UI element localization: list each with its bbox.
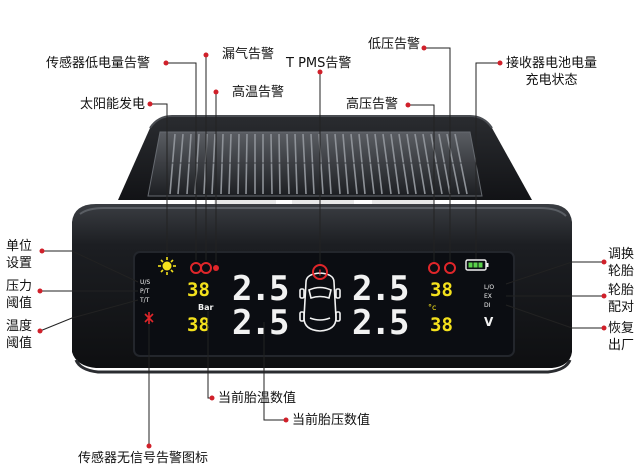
label-pressure-threshold: 压力 阈值: [6, 278, 32, 312]
label-unit-setting-line2: 设置: [6, 256, 33, 271]
button-label-temp: T/T: [139, 297, 150, 304]
temp-rear-left: 38: [187, 314, 210, 336]
high-temp-icon: [213, 265, 219, 271]
label-sensor-no-signal: 传感器无信号告警图标: [78, 451, 209, 466]
label-receiver-battery: 接收器电池电量 充电状态: [506, 55, 597, 89]
svg-text:!: !: [318, 269, 322, 278]
label-receiver-battery-line1: 接收器电池电量: [506, 56, 598, 71]
unit-celsius-label: °c: [428, 303, 436, 312]
label-tire-pairing-line2: 配对: [608, 300, 635, 315]
label-tire-pairing: 轮胎 配对: [608, 282, 634, 316]
label-temp-threshold: 温度 阈值: [6, 318, 32, 352]
temp-rear-right: 38: [430, 314, 453, 336]
button-label-pair: EX: [484, 293, 492, 300]
label-high-pressure-alarm: 高压告警: [346, 97, 399, 112]
label-current-tire-temp: 当前胎温数值: [218, 391, 297, 406]
button-label-reset: DI: [484, 302, 491, 309]
receiver-battery-icon: [465, 259, 489, 271]
label-current-tire-pressure: 当前胎压数值: [292, 413, 371, 428]
high-pressure-icon: [428, 262, 440, 274]
label-factory-reset-line2: 出厂: [608, 338, 635, 353]
pressure-front-right: 2.5: [352, 269, 408, 309]
tpms-alarm-icon: !: [312, 264, 328, 280]
label-factory-reset: 恢复 出厂: [608, 320, 634, 354]
label-temp-threshold-line1: 温度: [6, 319, 33, 334]
label-solar-power: 太阳能发电: [80, 97, 146, 112]
label-low-pressure-alarm: 低压告警: [368, 37, 421, 52]
label-swap-tire-line2: 轮胎: [608, 264, 635, 279]
label-receiver-battery-line2: 充电状态: [525, 73, 578, 88]
label-pressure-threshold-line1: 压力: [6, 279, 33, 294]
label-factory-reset-line1: 恢复: [608, 321, 635, 336]
unit-volt-label: V: [484, 315, 494, 329]
label-sensor-low-battery: 传感器低电量告警: [46, 56, 151, 71]
pressure-front-left: 2.5: [232, 269, 288, 309]
leader-lines: [39, 47, 604, 446]
leader-dots: [37, 45, 607, 449]
button-label-unit: U/S: [140, 279, 150, 286]
temp-front-left: 38: [187, 279, 210, 301]
label-unit-setting-line1: 单位: [6, 239, 33, 254]
label-pressure-threshold-line2: 阈值: [6, 296, 33, 311]
unit-bar-label: Bar: [198, 303, 213, 312]
label-tire-pairing-line1: 轮胎: [608, 283, 635, 298]
pressure-rear-right: 2.5: [352, 303, 408, 343]
solar-status-icon: [158, 257, 176, 275]
label-high-temp-alarm: 高温告警: [232, 85, 285, 100]
label-swap-tire-line1: 调换: [608, 247, 635, 262]
solar-panel: [147, 131, 483, 197]
label-unit-setting: 单位 设置: [6, 238, 32, 272]
button-label-pressure: P/T: [140, 288, 150, 295]
temp-front-right: 38: [430, 279, 453, 301]
label-tpms-alarm: T PMS告警: [286, 56, 352, 71]
label-temp-threshold-line2: 阈值: [6, 336, 33, 351]
leak-alarm-icon: [200, 262, 212, 274]
pressure-rear-left: 2.5: [232, 303, 288, 343]
label-swap-tire: 调换 轮胎: [608, 246, 634, 280]
label-leak-alarm: 漏气告警: [222, 47, 275, 62]
low-pressure-icon: [444, 262, 456, 274]
button-label-swap: L/O: [484, 284, 494, 291]
vent-slots: [214, 200, 434, 206]
no-signal-icon: [144, 312, 154, 324]
lcd-screen: [133, 251, 515, 357]
